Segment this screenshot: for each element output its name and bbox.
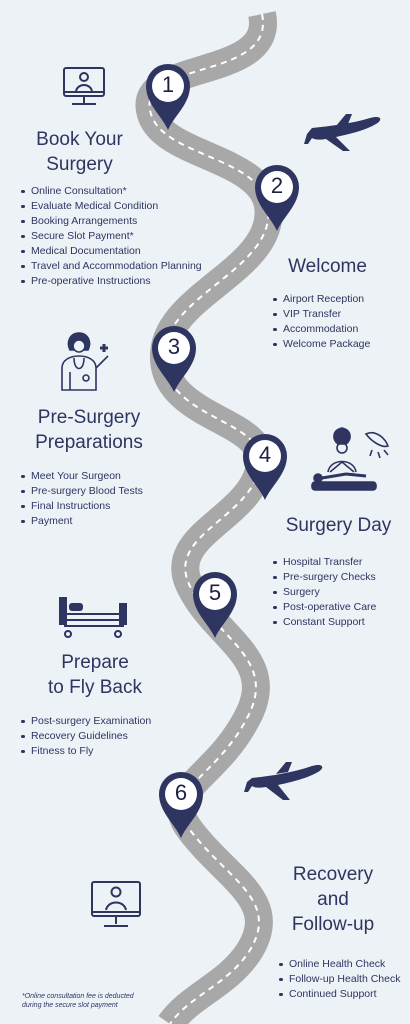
step-6-title-line: and	[317, 889, 349, 910]
step-6-title-line: Recovery	[292, 864, 374, 885]
step-6-title-line: Follow-up	[291, 914, 375, 935]
list-item: Booking Arrangements	[20, 214, 202, 229]
step-2-title-line: Welcome	[288, 256, 367, 277]
footnote-line: during the secure slot payment	[22, 1002, 118, 1009]
list-item: Recovery Guidelines	[20, 729, 151, 744]
list-item: Fitness to Fly	[20, 744, 151, 759]
list-item: Follow-up Health Check	[278, 972, 400, 987]
list-item: Accommodation	[272, 322, 370, 337]
list-item: Meet Your Surgeon	[20, 469, 143, 484]
step-4-title: Surgery Day	[276, 513, 401, 538]
list-item: Secure Slot Payment*	[20, 229, 202, 244]
step-3-title: Pre-Surgery Preparations	[14, 405, 164, 455]
step-2-title: Welcome	[270, 254, 385, 279]
airplane-icon-2	[244, 762, 323, 800]
pin-number-1: 1	[161, 72, 175, 97]
pin-number-4: 4	[258, 442, 272, 467]
pin-number-5: 5	[208, 580, 222, 605]
step-1-title: Book Your Surgery	[12, 127, 147, 177]
list-item: Airport Reception	[272, 292, 370, 307]
doctor-icon	[61, 332, 109, 391]
step-6-title: Recovery and Follow-up	[278, 862, 388, 937]
list-item: Online Consultation*	[20, 184, 202, 199]
step-5-title: Prepare to Fly Back	[30, 650, 160, 700]
map-pin-6	[159, 772, 203, 838]
video-consultation-icon	[63, 67, 105, 105]
list-item: Pre-surgery Checks	[272, 570, 376, 585]
step-5-title-line: Prepare	[61, 652, 129, 673]
map-pin-4	[243, 434, 287, 500]
step-3-list: Meet Your Surgeon Pre-surgery Blood Test…	[20, 469, 143, 529]
map-pin-1	[146, 64, 190, 130]
footnote-line: *Online consultation fee is deducted	[22, 993, 134, 1000]
list-item: Post-operative Care	[272, 600, 376, 615]
hospital-bed-icon	[59, 597, 127, 638]
list-item: Medical Documentation	[20, 244, 202, 259]
list-item: Constant Support	[272, 615, 376, 630]
list-item: VIP Transfer	[272, 307, 370, 322]
list-item: Surgery	[272, 585, 376, 600]
step-4-list: Hospital Transfer Pre-surgery Checks Sur…	[272, 555, 376, 630]
step-2-list: Airport Reception VIP Transfer Accommoda…	[272, 292, 370, 352]
step-5-title-line: to Fly Back	[48, 677, 142, 698]
road-center-line	[148, 13, 270, 1024]
step-1-list: Online Consultation* Evaluate Medical Co…	[20, 184, 202, 289]
list-item: Travel and Accommodation Planning	[20, 259, 202, 274]
list-item: Payment	[20, 514, 143, 529]
pin-number-2: 2	[270, 173, 284, 198]
list-item: Evaluate Medical Condition	[20, 199, 202, 214]
step-1-title-line: Book Your	[36, 129, 123, 150]
step-6-list: Online Health Check Follow-up Health Che…	[278, 957, 400, 1002]
map-pin-5	[193, 572, 237, 638]
step-3-title-line: Pre-Surgery	[37, 407, 141, 428]
map-pin-center	[165, 778, 197, 810]
map-pin-center	[261, 171, 293, 203]
airplane-icon	[304, 114, 381, 151]
map-pin-3	[152, 326, 196, 392]
step-1-title-line: Surgery	[46, 154, 113, 175]
surgery-icon	[311, 427, 390, 491]
list-item: Post-surgery Examination	[20, 714, 151, 729]
list-item: Continued Support	[278, 987, 400, 1002]
step-4-title-line: Surgery Day	[285, 515, 392, 536]
map-pin-center	[152, 70, 184, 102]
map-pin-2	[255, 165, 299, 231]
pin-number-6: 6	[174, 780, 188, 805]
list-item: Pre-operative Instructions	[20, 274, 202, 289]
pin-number-3: 3	[167, 334, 181, 359]
list-item: Online Health Check	[278, 957, 400, 972]
step-pins	[146, 64, 299, 838]
list-item: Welcome Package	[272, 337, 370, 352]
step-3-title-line: Preparations	[35, 432, 143, 453]
list-item: Pre-surgery Blood Tests	[20, 484, 143, 499]
list-item: Hospital Transfer	[272, 555, 376, 570]
map-pin-center	[199, 578, 231, 610]
list-item: Final Instructions	[20, 499, 143, 514]
footnote: *Online consultation fee is deducted dur…	[22, 992, 134, 1010]
map-pin-center	[249, 440, 281, 472]
online-checkup-icon	[91, 881, 141, 927]
step-5-list: Post-surgery Examination Recovery Guidel…	[20, 714, 151, 759]
map-pin-center	[158, 332, 190, 364]
